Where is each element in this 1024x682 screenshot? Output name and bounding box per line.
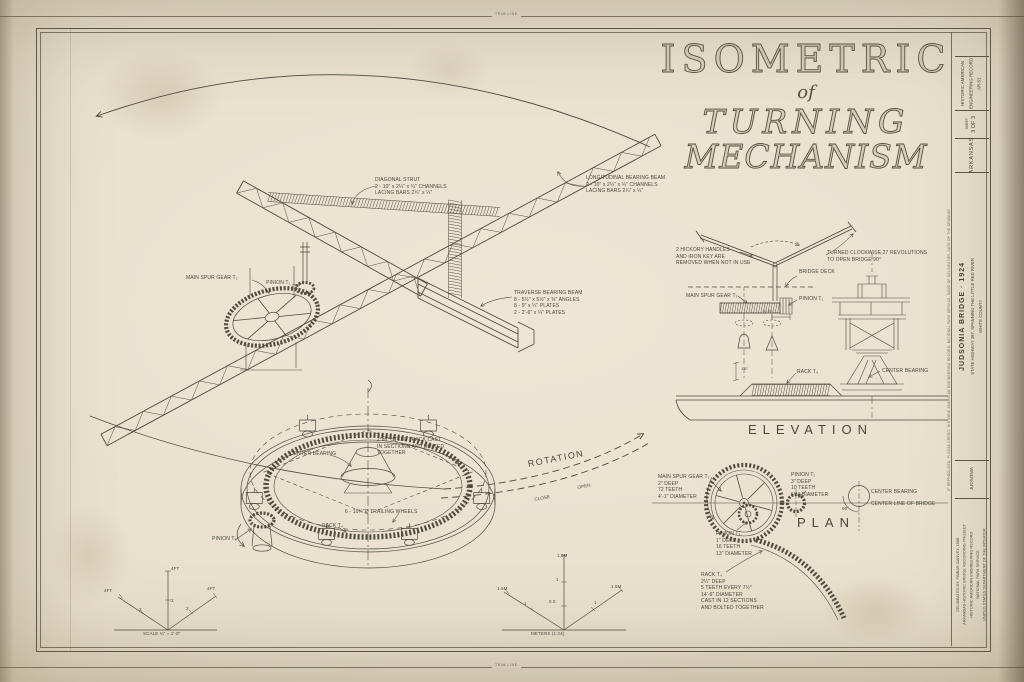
pinion-t1-iso-label: PINION T₁ (266, 280, 291, 286)
iso-ring-gear (240, 379, 496, 569)
bridge-name: JUDSONIA BRIDGE · 1924 (959, 261, 967, 371)
trailing-wheels-label: 6 - 10¼"Ø TRAILING WHEELS (345, 509, 418, 515)
titleblock-stamp-box (955, 28, 989, 57)
turned-clockwise-label: TURNED CLOCKWISE 27 REVOLUTIONS TO OPEN … (827, 250, 928, 263)
pinion-t1-elev-label: PINION T₁ (799, 296, 824, 302)
title-block: HISTORIC AMERICAN ENGINEERING RECORD AR-… (955, 28, 989, 650)
pinion-t3-plan-label: PINION T₃ 1" DEEP 16 TEETH 13" DIAMETER (716, 531, 753, 557)
scale-2-left-label: 2 (139, 607, 142, 612)
traverse-bearing-beam-label: TRAVERSE BEARING BEAM 8 - 5½" x 5½" x ⅜"… (514, 290, 583, 316)
trim-line-bottom-label: TRIM LINE (492, 663, 521, 668)
center-line-of-bridge-label: CENTER LINE OF BRIDGE (871, 501, 936, 507)
mscale-05-mid-label: 0.5 (549, 599, 556, 604)
record-text: HISTORIC AMERICAN ENGINEERING RECORD AR-… (960, 57, 983, 109)
iso-pinion-t3 (236, 511, 276, 552)
sheet-border-inner (40, 32, 987, 648)
scale-4ft-top-label: 4FT (171, 566, 180, 571)
trim-line-bottom (0, 667, 1024, 668)
center-bearing-iso-label: CENTER BEARING (290, 451, 337, 457)
scale-2-right-label: 2 (186, 606, 189, 611)
delineator-credit: DELINEATED BY: FINBAR GARVEY, 1988 ARKAN… (955, 523, 987, 625)
center-bearing-elev-label: CENTER BEARING (882, 368, 929, 374)
title-turning: TURNING (702, 101, 910, 141)
rotation-arrow-label: ROTATION (527, 448, 586, 469)
pinion-t1-plan-label: PINION T₁ 3" DEEP 10 TEETH 5½" DIAMETER (791, 472, 829, 498)
rotation-open-label: OPEN (577, 482, 591, 490)
mscale-15-right-label: 1.5M (611, 584, 622, 589)
elevation-view (675, 221, 948, 421)
rack-t4-iso-label: RACK T₄ (322, 523, 344, 529)
scale-2-mid-label: 2 (171, 598, 174, 603)
titleblock-state: ARKANSAS (955, 138, 989, 173)
bridge-deck-label: BRIDGE DECK (799, 269, 835, 275)
mscale-1-right-label: 1 (594, 600, 597, 605)
elevation-title-label: ELEVATION (748, 422, 874, 437)
titleblock-bridge: JUDSONIA BRIDGE · 1924 STATE HIGHWAY 367… (955, 172, 989, 461)
title-mechanism: MECHANISM (684, 137, 928, 177)
reproduction-note: IF REPRODUCED, PLEASE CREDIT: HISTORIC A… (946, 70, 954, 630)
titleblock-record: HISTORIC AMERICAN ENGINEERING RECORD AR-… (955, 56, 989, 111)
scale-bars (114, 554, 626, 631)
scale-4ft-right-label: 4FT (207, 586, 216, 591)
titleblock-town: JUDSONIA (955, 460, 989, 499)
scale-4ft-left-label: 4FT (104, 588, 113, 593)
iso-traverse-box-beam (417, 277, 535, 353)
sheet-title: ISOMETRIC of TURNING MECHANISM (660, 37, 952, 177)
bridge-location: STATE HIGHWAY 367, SPANNING THE LITTLE R… (970, 257, 984, 375)
trim-line-top (0, 16, 1024, 17)
rotation-close-label: CLOSE (534, 493, 551, 502)
rack-t4-elev-label: RACK T₄ (797, 369, 819, 375)
plan-view (652, 462, 948, 621)
title-of: of (797, 81, 815, 103)
title-isometric: ISOMETRIC (660, 37, 952, 81)
titleblock-credit: DELINEATED BY: FINBAR GARVEY, 1988 ARKAN… (955, 498, 989, 650)
iso-leader-lines (234, 172, 585, 541)
iso-center-bearing (340, 447, 396, 494)
mscale-15-top-label: 1.5M (557, 553, 568, 558)
scale-caption-label: SCALE ¾" = 1'-0" (143, 631, 181, 636)
mscale-15-left-label: 1.5M (497, 586, 508, 591)
steel-track-label: 2"x6" STEEL TRACK CAST IN SECTIONS AND B… (377, 437, 445, 457)
trim-line-top-label: TRIM LINE (492, 12, 521, 17)
longitudinal-bearing-beam-label: LONGITUDINAL BEARING BEAM 2 - 10" x 2¼" … (586, 175, 666, 195)
sheet-border-outer (36, 28, 991, 652)
pinion-t3-iso-label: PINION T₃ (212, 536, 237, 542)
state-name: ARKANSAS (968, 138, 975, 173)
reproduction-note-text: IF REPRODUCED, PLEASE CREDIT: HISTORIC A… (947, 209, 952, 491)
rack-t4-plan-label: RACK T₄ 2¼" DEEP 5 TEETH EVERY 7½° 14'-6… (701, 572, 764, 611)
dim-rack-height-label: 1'6" (741, 366, 749, 371)
meters-caption-label: METERS (1:24) (531, 631, 565, 636)
mscale-1-left-label: 1 (524, 601, 527, 606)
main-spur-gear-plan-label: MAIN SPUR GEAR T₂ 2" DEEP 72 TEETH 4'-1"… (658, 474, 710, 500)
mscale-1-mid-label: 1 (556, 577, 559, 582)
diagonal-strut-label: DIAGONAL STRUT 2 - 10" x 2¼" x ¼" CHANNE… (375, 177, 447, 197)
dim-pinion-offset-label: 1'-2± (763, 308, 773, 313)
plan-title-label: PLAN (797, 515, 855, 530)
hickory-handles-label: 2 HICKORY HANDLES AND IRON KEY ARE REMOV… (676, 247, 751, 267)
iso-pinion-t1 (240, 242, 316, 371)
titleblock-divider (951, 32, 952, 646)
titleblock-sheet: SHEET 3 OF 3 (955, 110, 989, 139)
main-spur-gear-elev-label: MAIN SPUR GEAR T₂ (686, 293, 738, 299)
main-spur-gear-iso-label: MAIN SPUR GEAR T₂ (186, 275, 238, 281)
town-name: JUDSONIA (969, 467, 975, 491)
sheet-number: 3 OF 3 (971, 115, 978, 133)
angle-90-label: 90° (842, 506, 850, 511)
center-bearing-plan-label: CENTER BEARING (871, 489, 918, 495)
